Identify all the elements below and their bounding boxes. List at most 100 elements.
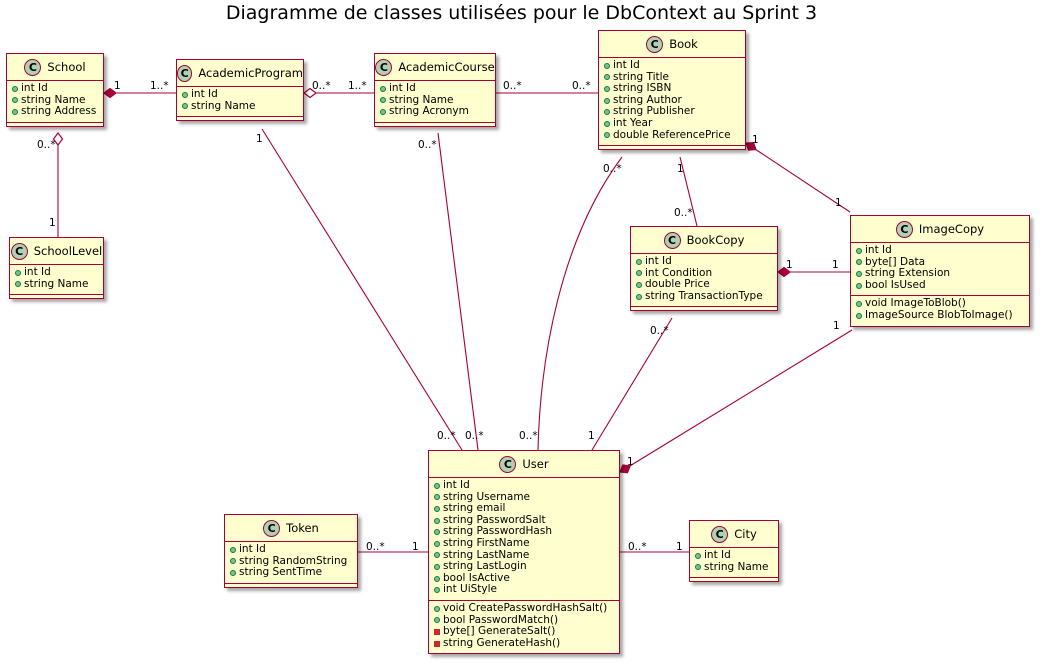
public-visibility-icon <box>434 529 440 536</box>
attribute: bool IsUsed <box>856 279 1023 292</box>
multiplicity-label: 1 <box>588 430 595 442</box>
attribute-text: int Id <box>24 266 51 278</box>
attribute-text: string SentTime <box>239 566 323 579</box>
multiplicity-label: 1..* <box>150 80 169 92</box>
methods-section <box>375 121 495 126</box>
attribute-text: string Author <box>613 93 682 106</box>
multiplicity-label: 0..* <box>603 163 622 175</box>
public-visibility-icon <box>434 575 440 582</box>
attribute-text: string Acronym <box>389 105 469 118</box>
public-visibility-icon <box>182 91 188 98</box>
attribute: int Id <box>182 88 297 101</box>
attribute: double ReferencePrice <box>604 128 739 142</box>
public-visibility-icon <box>604 62 610 69</box>
attribute-text: int UiStyle <box>443 583 498 596</box>
public-visibility-icon <box>604 97 610 104</box>
public-visibility-icon <box>695 564 701 571</box>
class-name: City <box>734 527 757 541</box>
class-badge-icon: C <box>663 231 681 249</box>
multiplicity-label: 1 <box>627 456 634 468</box>
public-visibility-icon <box>182 103 188 110</box>
public-visibility-icon <box>604 120 610 127</box>
diagram-title: Diagramme de classes utilisées pour le D… <box>225 2 818 24</box>
class-badge-icon: C <box>177 64 193 82</box>
attribute-text: string Username <box>443 490 531 503</box>
public-visibility-icon <box>434 482 440 489</box>
relation-book-book-copy <box>679 156 698 227</box>
class-name: User <box>522 457 549 471</box>
attribute: int Id <box>695 549 772 562</box>
class-badge-icon: C <box>375 58 393 76</box>
multiplicity-label: 1 <box>833 320 840 332</box>
multiplicity-label: 0..* <box>628 541 647 553</box>
public-visibility-icon <box>695 552 701 559</box>
method-text: void ImageToBlob() <box>865 297 966 310</box>
attribute: string Username <box>434 490 613 504</box>
public-visibility-icon <box>12 108 18 115</box>
attribute: string Name <box>12 94 97 107</box>
multiplicity-label: 0..* <box>465 430 484 442</box>
public-visibility-icon <box>380 108 386 115</box>
attribute: string TransactionType <box>636 290 771 303</box>
attribute-text: string PasswordHash <box>443 525 552 538</box>
public-visibility-icon <box>434 552 440 559</box>
relation-line <box>437 132 479 451</box>
class-name: SchoolLevel <box>33 244 103 258</box>
attribute-text: int Id <box>704 549 731 561</box>
multiplicity-label: 0..* <box>572 80 591 92</box>
public-visibility-icon <box>636 281 642 288</box>
method: string GenerateHash() <box>434 636 613 650</box>
attribute: string Address <box>12 106 97 118</box>
attribute-text: string RandomString <box>239 554 348 567</box>
multiplicity-label: 1..* <box>348 80 367 92</box>
attribute-text: string email <box>443 502 506 515</box>
class-name: School <box>47 60 86 74</box>
public-visibility-icon <box>636 293 642 300</box>
attribute-text: string FirstName <box>443 536 530 549</box>
multiplicity-label: 0..* <box>366 541 385 553</box>
public-visibility-icon <box>856 270 862 277</box>
methods-section: void ImageToBlob()ImageSource BlobToImag… <box>851 295 1029 325</box>
attribute-text: double ReferencePrice <box>613 128 731 141</box>
method-text: string GenerateHash() <box>443 636 561 649</box>
public-visibility-icon <box>856 247 862 254</box>
public-visibility-icon <box>636 258 642 265</box>
methods-section <box>690 577 778 581</box>
attribute-text: double Price <box>645 278 710 291</box>
methods-section <box>10 294 103 298</box>
public-visibility-icon <box>12 85 18 92</box>
relation-line <box>619 329 853 473</box>
relation-academic-course-user <box>437 132 479 451</box>
multiplicity-label: 1 <box>677 163 684 175</box>
attribute: int Id <box>434 479 613 492</box>
public-visibility-icon <box>856 282 862 289</box>
attribute: string PasswordHash <box>434 526 613 538</box>
attribute: string Author <box>604 93 739 107</box>
methods-section: void CreatePasswordHashSalt()bool Passwo… <box>429 599 619 653</box>
attribute-text: string Publisher <box>613 105 695 118</box>
multiplicity-label: 1 <box>256 133 263 145</box>
attribute-text: string Name <box>389 93 454 106</box>
attribute-text: string Title <box>613 70 669 83</box>
attribute-text: int Id <box>645 255 672 267</box>
public-visibility-icon <box>380 97 386 104</box>
public-visibility-icon <box>434 605 440 612</box>
public-visibility-icon <box>12 97 18 104</box>
methods-section <box>7 121 103 126</box>
public-visibility-icon <box>856 301 862 308</box>
attribute: string Name <box>695 561 772 574</box>
attribute: int Year <box>604 117 739 130</box>
multiplicity-label: 1 <box>832 259 839 271</box>
attribute-text: byte[] Data <box>865 255 926 268</box>
relation-school-academic-program <box>103 87 176 99</box>
